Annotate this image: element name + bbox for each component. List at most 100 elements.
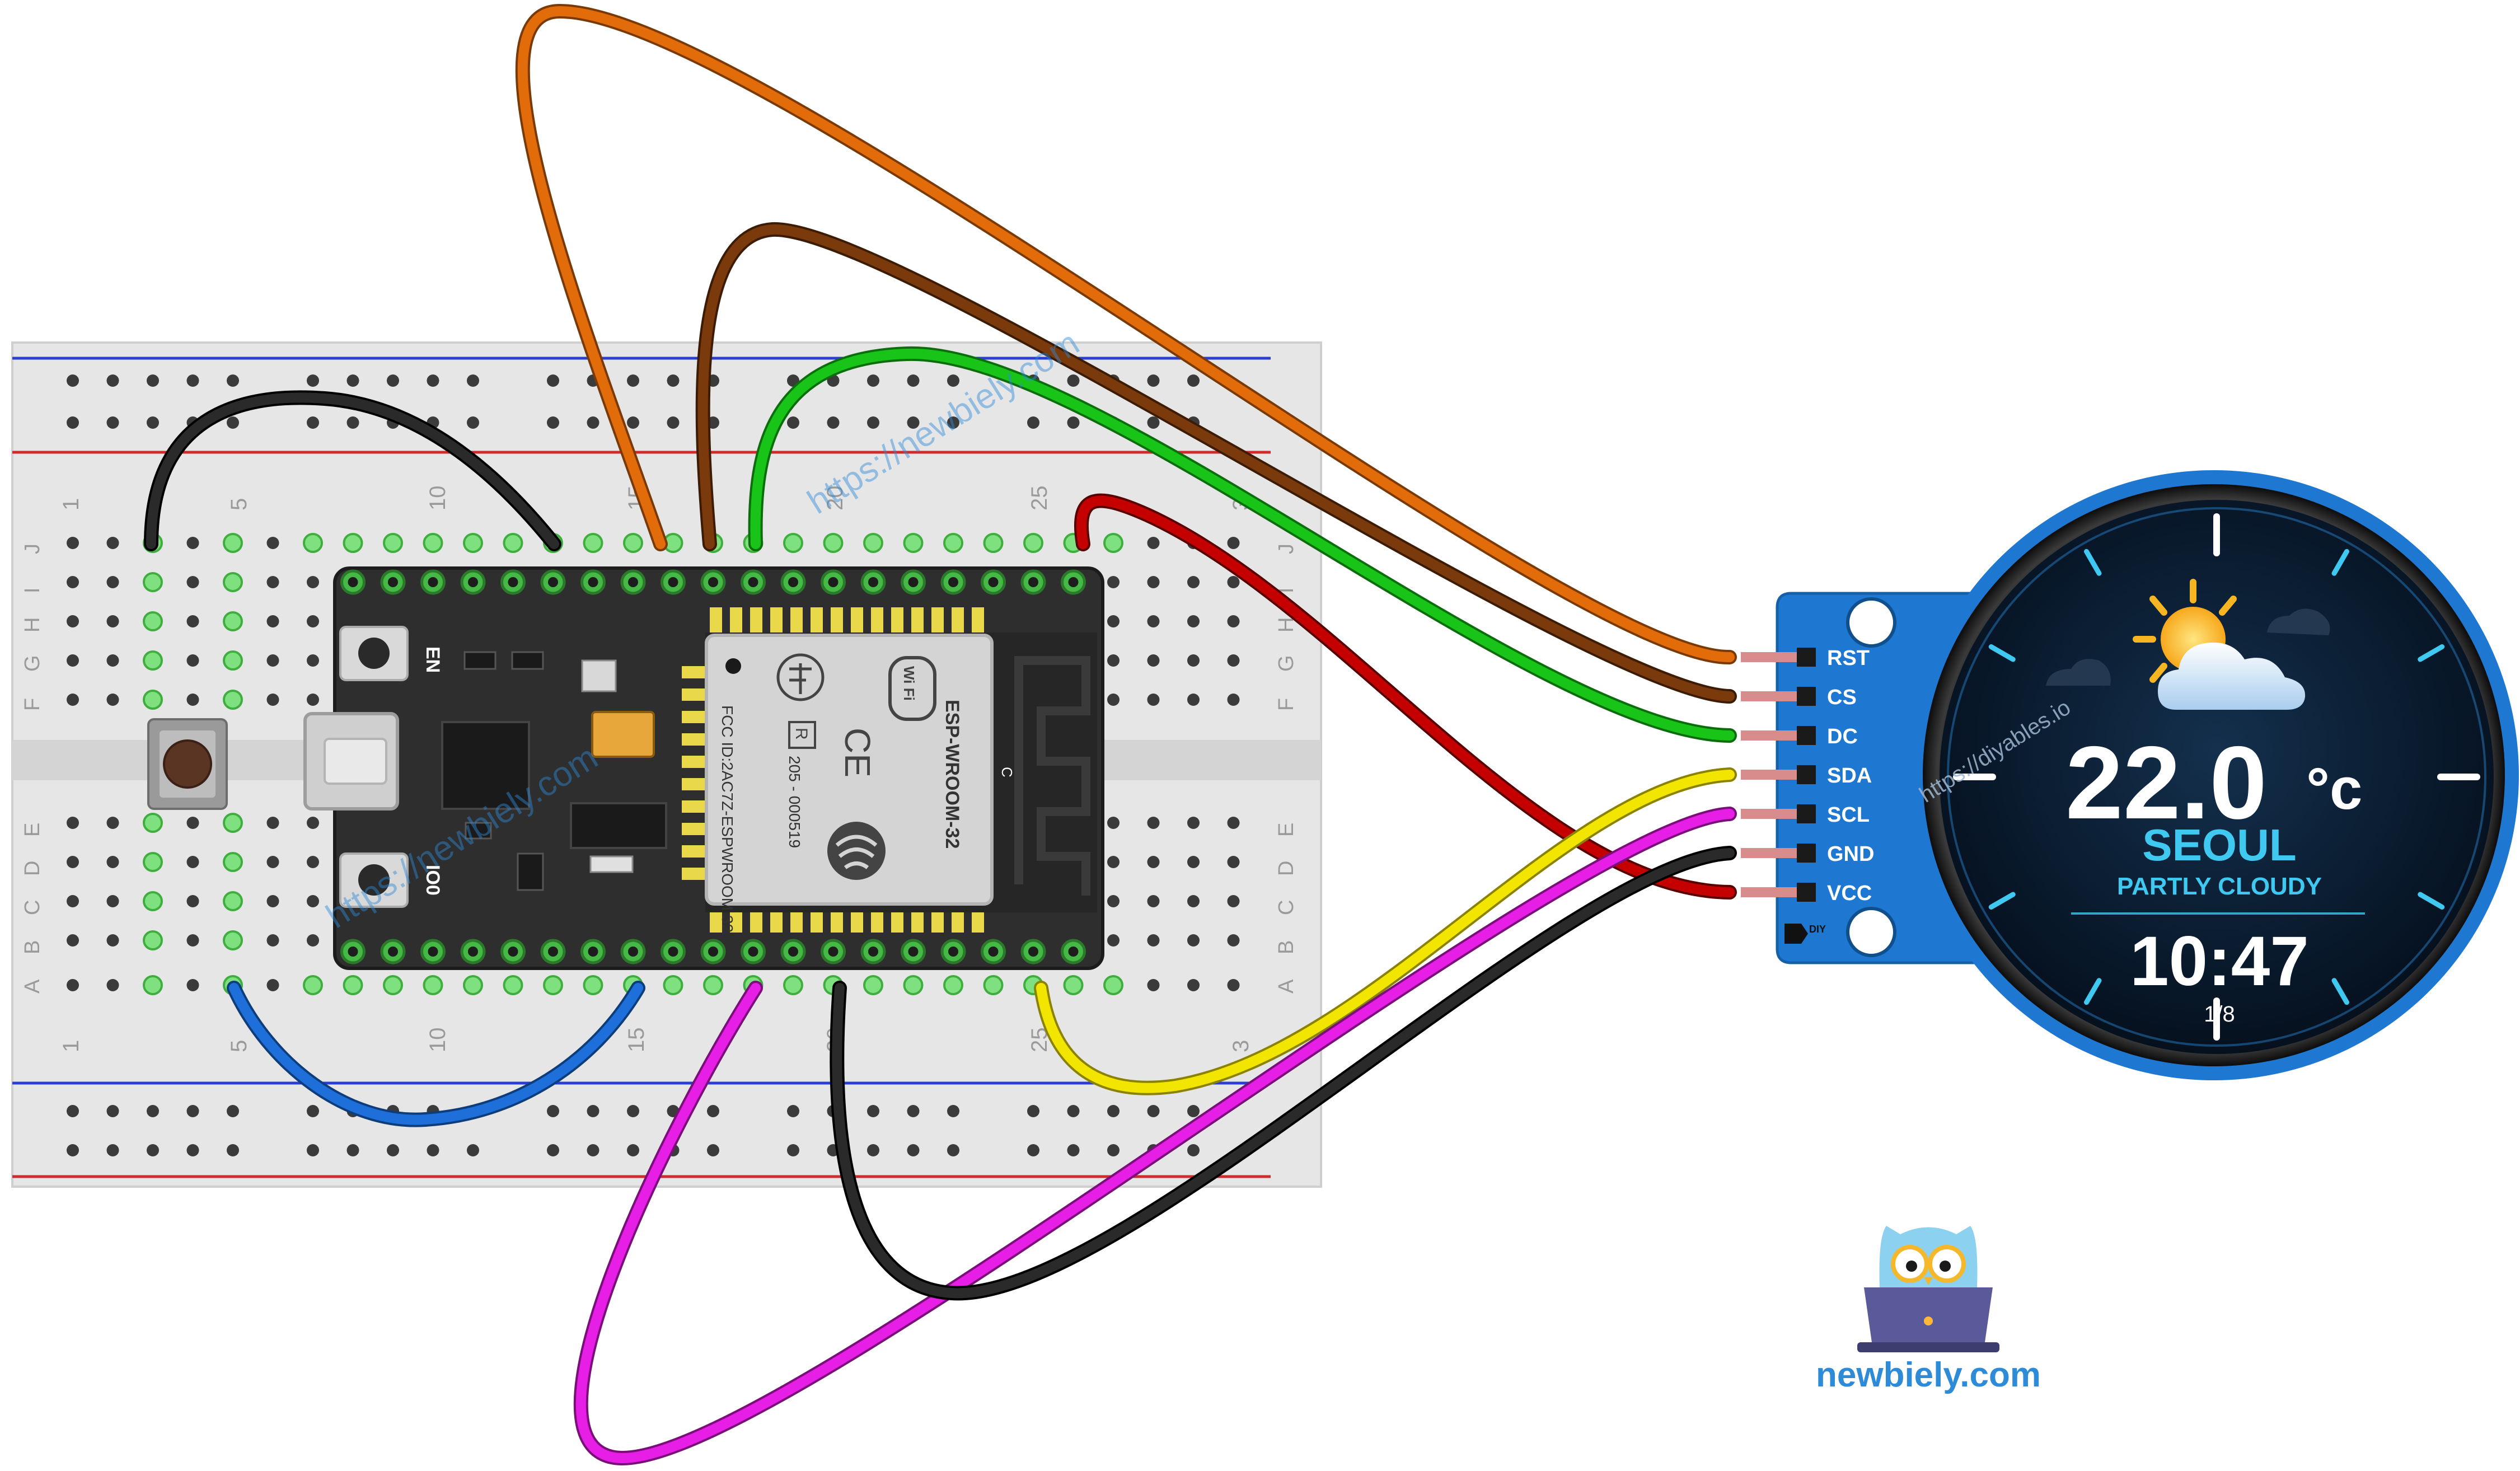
breadboard-hole bbox=[1103, 533, 1123, 553]
breadboard-hole bbox=[266, 934, 279, 947]
esp32-header-pin-hole bbox=[348, 577, 358, 587]
esp32-header-pin-hole bbox=[988, 947, 999, 957]
breadboard-hole bbox=[903, 533, 924, 553]
breadboard-hole bbox=[1147, 817, 1160, 829]
breadboard-hole bbox=[143, 690, 163, 710]
module-pin1-marker bbox=[725, 658, 741, 674]
voltage-regulator bbox=[570, 802, 667, 849]
breadboard-hole bbox=[1107, 934, 1120, 947]
breadboard-hole bbox=[663, 975, 683, 995]
breadboard-hole bbox=[1107, 895, 1120, 907]
push-button-cap bbox=[163, 739, 212, 789]
breadboard-hole bbox=[307, 654, 319, 667]
esp32-header-pin-hole bbox=[708, 577, 718, 587]
esp32-header-pin-hole bbox=[828, 577, 839, 587]
breadboard-hole bbox=[1063, 975, 1084, 995]
module-pad bbox=[682, 733, 706, 746]
breadboard-hole bbox=[1147, 856, 1160, 868]
breadboard-hole bbox=[1227, 615, 1240, 627]
breadboard-hole bbox=[863, 533, 883, 553]
rail-hole bbox=[427, 1144, 439, 1156]
display-pin-scl bbox=[1797, 804, 1816, 823]
display-pin-headers bbox=[1741, 648, 1816, 902]
breadboard-hole bbox=[823, 533, 844, 553]
module-pad bbox=[891, 907, 903, 933]
breadboard-hole bbox=[186, 537, 199, 549]
col-num-top-5: 5 bbox=[227, 498, 251, 510]
breadboard-hole bbox=[503, 533, 523, 553]
smd-component-5 bbox=[517, 852, 544, 891]
breadboard-hole bbox=[266, 979, 279, 991]
esp32-header-pin-hole bbox=[588, 947, 598, 957]
esp32-header-pin-hole bbox=[628, 577, 638, 587]
en-button[interactable] bbox=[339, 626, 409, 681]
module-pad bbox=[911, 907, 924, 933]
esp32-header-pin-hole bbox=[668, 947, 678, 957]
display-pin-vcc bbox=[1797, 883, 1816, 902]
display-pin-leg-vcc bbox=[1741, 887, 1797, 897]
breadboard-hole bbox=[1227, 817, 1240, 829]
esp32-header-pin-hole bbox=[588, 577, 598, 587]
breadboard-hole bbox=[223, 611, 243, 631]
module-c-label: C bbox=[999, 767, 1015, 777]
breadboard-hole bbox=[223, 650, 243, 671]
smd-component-6 bbox=[465, 822, 492, 840]
esp32-header-pin-hole bbox=[1028, 947, 1038, 957]
rail-hole bbox=[307, 416, 319, 429]
rail-hole bbox=[867, 1105, 879, 1117]
rail-hole bbox=[947, 1105, 959, 1117]
rail-hole bbox=[467, 374, 479, 387]
display-pin-leg-sda bbox=[1741, 770, 1797, 780]
breadboard-hole bbox=[67, 895, 79, 907]
esp32-header-pin-hole bbox=[708, 947, 718, 957]
breadboard-hole bbox=[463, 533, 483, 553]
row-letter-left-e: E bbox=[21, 823, 44, 837]
breadboard-hole bbox=[223, 891, 243, 911]
esp32-header-pin-hole bbox=[388, 947, 398, 957]
esp32-header-pin-hole bbox=[1028, 577, 1038, 587]
display-pin-label-rst: RST bbox=[1827, 647, 1870, 670]
breadboard-hole bbox=[307, 895, 319, 907]
rail-hole bbox=[907, 416, 920, 429]
col-num-bottom-15: 15 bbox=[624, 1028, 649, 1053]
module-pad bbox=[682, 688, 706, 701]
rail-hole bbox=[947, 1144, 959, 1156]
io0-button[interactable] bbox=[339, 852, 409, 908]
rail-hole bbox=[1067, 1144, 1080, 1156]
esp32-header-pin-hole bbox=[428, 947, 438, 957]
rail-hole bbox=[867, 1144, 879, 1156]
breadboard-hole bbox=[307, 615, 319, 627]
breadboard-hole bbox=[863, 975, 883, 995]
rail-hole bbox=[387, 1144, 399, 1156]
display-pin-cs bbox=[1797, 687, 1816, 706]
module-pad bbox=[682, 868, 706, 880]
newbiely-logo[interactable]: newbiely.com bbox=[1816, 1226, 2041, 1394]
breadboard-hole bbox=[67, 817, 79, 829]
breadboard-hole bbox=[1187, 856, 1200, 868]
wires bbox=[144, 3, 1737, 1466]
display-pin-label-cs: CS bbox=[1827, 686, 1857, 709]
breadboard-hole bbox=[343, 975, 363, 995]
push-button[interactable] bbox=[147, 718, 228, 810]
module-pad bbox=[730, 607, 742, 633]
breadboard-hole bbox=[1107, 615, 1120, 627]
breadboard-hole bbox=[186, 694, 199, 706]
module-pad bbox=[952, 907, 964, 933]
rail-hole bbox=[67, 416, 79, 429]
breadboard-hole bbox=[1187, 654, 1200, 667]
module-pad bbox=[891, 607, 903, 633]
module-pad bbox=[952, 607, 964, 633]
breadboard-hole bbox=[223, 572, 243, 592]
breadboard-hole bbox=[266, 576, 279, 588]
owl-beak bbox=[1924, 1277, 1933, 1285]
rail-hole bbox=[907, 1144, 920, 1156]
row-letter-left-a: A bbox=[21, 979, 44, 994]
module-pad bbox=[931, 907, 944, 933]
smd-component-4 bbox=[589, 855, 634, 873]
breadboard-hole bbox=[106, 615, 119, 627]
breadboard-hole bbox=[1147, 654, 1160, 667]
breadboard-hole bbox=[186, 895, 199, 907]
module-pad bbox=[730, 907, 742, 933]
breadboard-hole bbox=[1147, 537, 1160, 549]
breadboard-hole bbox=[67, 694, 79, 706]
